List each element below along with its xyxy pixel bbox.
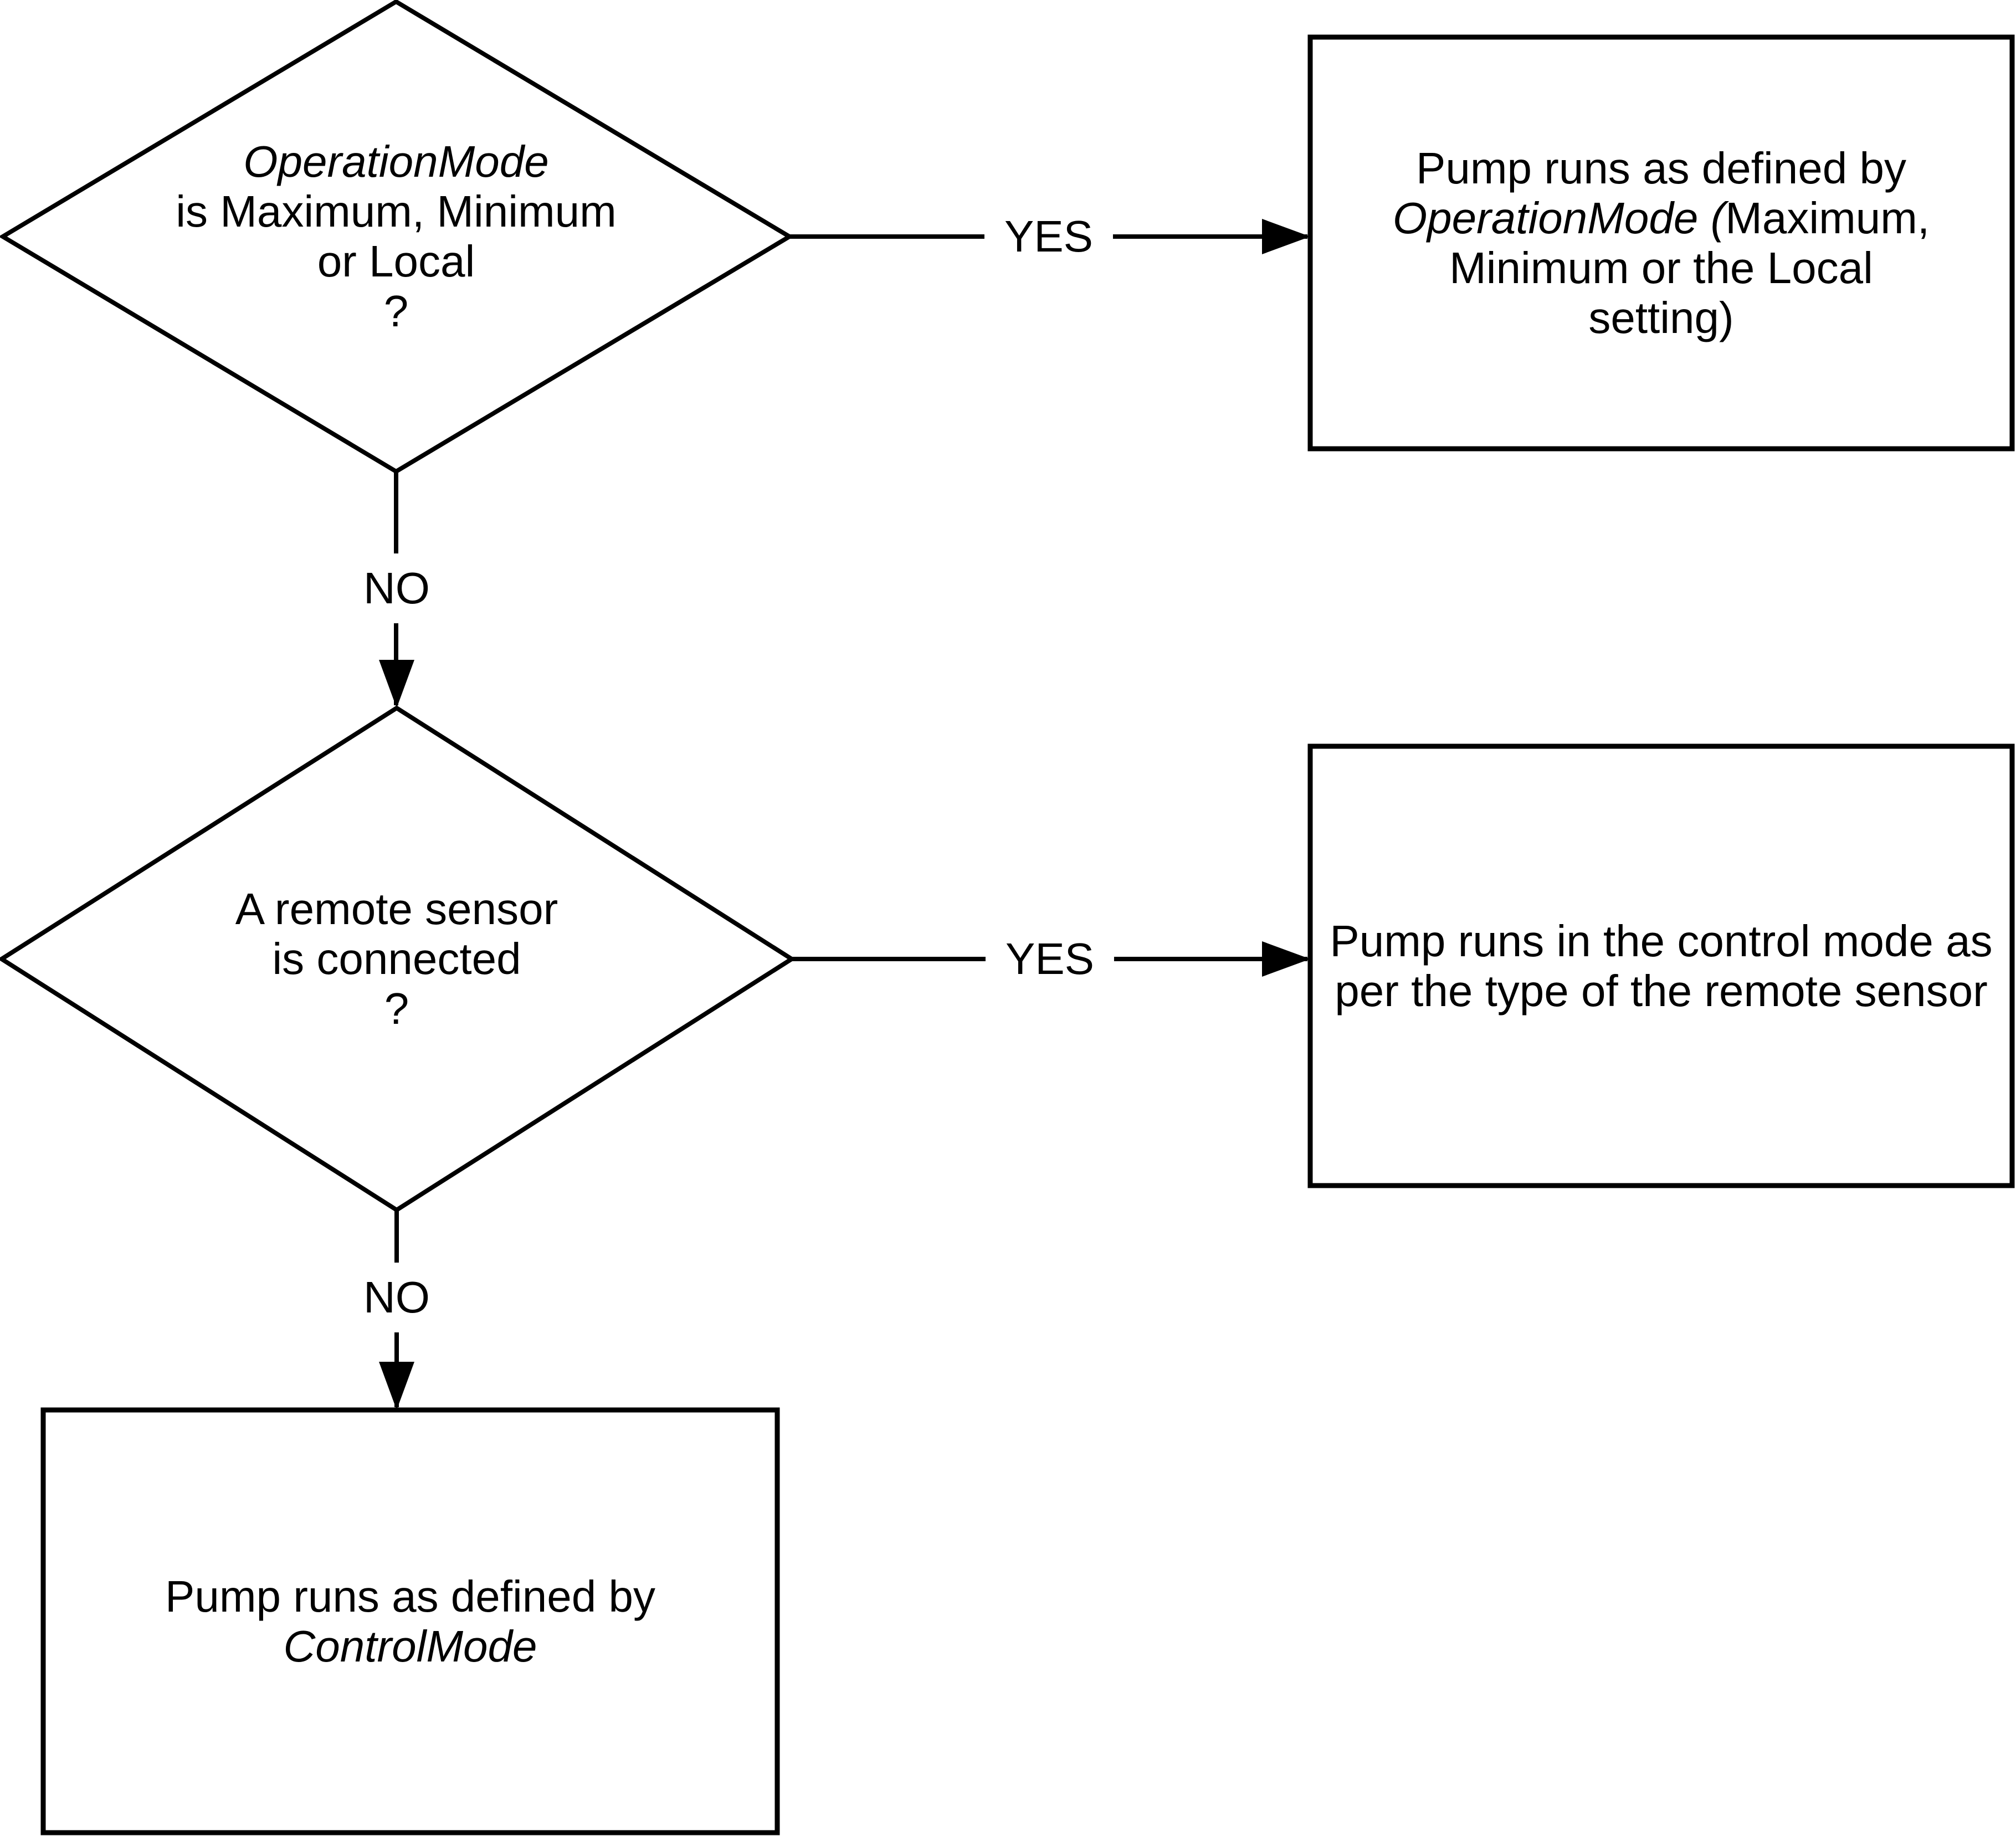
process-2-box-outline: [1307, 743, 2015, 1188]
process-1-line-4: setting): [1588, 293, 1734, 342]
process-1-line-2: OperationMode (Maximum,: [1393, 193, 1930, 243]
process-1-text: Pump runs as defined by OperationMode (M…: [1310, 37, 2012, 449]
decision-1-line-1: OperationMode: [243, 137, 548, 187]
edge-yes-1-label: YES: [984, 212, 1114, 261]
process-1-line-1: Pump runs as defined by: [1416, 143, 1906, 193]
edge-no-1-label: NO: [359, 553, 434, 623]
edge-no-2-label: NO: [359, 1263, 434, 1332]
edge-yes-1-arrowhead-icon: [1262, 219, 1310, 254]
process-2-line-1: Pump runs in the control mode as: [1330, 916, 1993, 966]
process-1-box-outline: [1307, 34, 2015, 452]
process-2-line-2: per the type of the remote sensor: [1335, 966, 1988, 1016]
process-3-line-1: Pump runs as defined by: [165, 1571, 655, 1621]
decision-2-text: A remote sensor is connected ?: [2, 708, 792, 1210]
process-3-line-2: ControlMode: [283, 1622, 537, 1671]
decision-2-line-3: ?: [384, 984, 409, 1033]
process-3-italic-term: ControlMode: [283, 1621, 537, 1671]
decision-1-line-3: or Local: [317, 237, 475, 286]
process-1-line-3: Minimum or the Local: [1449, 243, 1873, 293]
process-3-box-outline: [40, 1407, 780, 1835]
process-1-italic-term: OperationMode (: [1392, 193, 1726, 243]
edge-no-1-arrowhead-icon: [379, 660, 414, 708]
decision-1-italic-term: OperationMode: [243, 137, 549, 186]
decision-2-line-1: A remote sensor: [235, 884, 558, 934]
decision-1-line-2: is Maximum, Minimum: [176, 187, 617, 236]
edge-yes-2-arrowhead-icon: [1262, 941, 1310, 977]
decision-2-line-2: is connected: [272, 934, 521, 983]
process-3-text: Pump runs as defined by ControlMode: [43, 1410, 777, 1833]
edge-yes-2-label: YES: [985, 934, 1115, 984]
process-2-text: Pump runs in the control mode as per the…: [1310, 746, 2012, 1186]
process-1-line-2-regular: Maximum,: [1725, 193, 1930, 243]
decision-1-text: OperationMode is Maximum, Minimum or Loc…: [3, 2, 789, 471]
edge-no-2-arrowhead-icon: [379, 1362, 414, 1410]
decision-1-line-4: ?: [383, 286, 409, 336]
